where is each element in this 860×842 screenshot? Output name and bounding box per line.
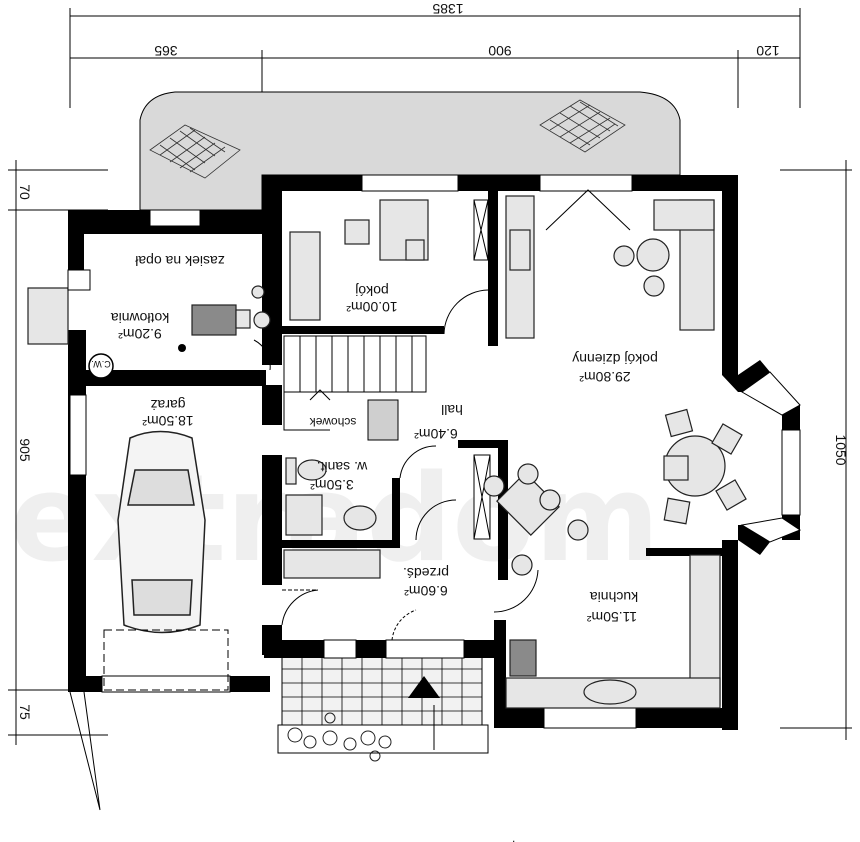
stairs	[283, 335, 427, 431]
schowek-box	[367, 399, 399, 441]
car-icon	[117, 430, 206, 634]
room-kotlownia-area: 9.20m²	[118, 326, 162, 342]
dim-left-middle: 905	[17, 438, 33, 462]
dim-top-total: 1385	[432, 1, 463, 17]
windows	[69, 174, 802, 729]
terrace-lattice-right	[539, 99, 626, 153]
plants	[287, 712, 392, 762]
compass-mark: .	[512, 831, 515, 842]
room-w-sanit-area: 3.50m²	[310, 477, 354, 493]
doors	[253, 339, 539, 641]
dim-right-total: 1050	[833, 434, 849, 465]
dim-left-top: 70	[17, 184, 33, 200]
room-garaz-area: 18.50m²	[142, 413, 194, 429]
kitchen-fixtures	[473, 454, 721, 709]
room-garaz-name: garaż	[150, 397, 185, 413]
room-przedsionek-name: przedś.	[403, 565, 449, 581]
cw-tank	[88, 353, 114, 379]
room-schowek-name: schowek	[309, 415, 357, 429]
terrace-lattice-left	[149, 124, 241, 179]
room-hall-name: hall	[441, 402, 463, 418]
dining-set	[663, 408, 747, 525]
terrace	[139, 91, 681, 211]
dim-top-right: 120	[756, 43, 780, 59]
dimension-lines	[8, 8, 852, 745]
dim-top-middle: 900	[488, 43, 512, 59]
room-kuchnia-area: 11.50m²	[587, 609, 638, 625]
room-cw-label: C.W.	[91, 359, 111, 369]
living-room-furniture	[505, 189, 715, 339]
entrance-tiles	[277, 654, 489, 754]
walls	[68, 175, 800, 730]
room-kotlownia-name: kotłownia	[111, 310, 170, 326]
dim-left-bottom: 75	[17, 704, 33, 720]
room-pokoj-dzienny-name: pokój dzienny	[572, 351, 658, 367]
room-w-sanit-name: w. sanit.	[317, 459, 369, 475]
room-pokoj-name: pokój	[355, 283, 388, 299]
parking-outline	[103, 629, 229, 691]
garage-ramp	[69, 691, 101, 811]
boiler-room-equipment	[27, 269, 271, 352]
room-hall-area: 6.40m²	[414, 426, 458, 442]
room-pokoj-area: 10.00m²	[346, 299, 398, 315]
dim-top-left: 365	[154, 43, 178, 59]
room-kuchnia-name: kuchnia	[590, 589, 638, 605]
room-zasiek-name: zasiek na opał	[134, 253, 224, 269]
room-przedsionek-area: 6.60m²	[404, 583, 448, 599]
room-pokoj-dzienny-area: 29.80m²	[579, 369, 631, 385]
bathroom-fixtures	[283, 457, 381, 579]
bedroom-furniture	[289, 199, 489, 335]
